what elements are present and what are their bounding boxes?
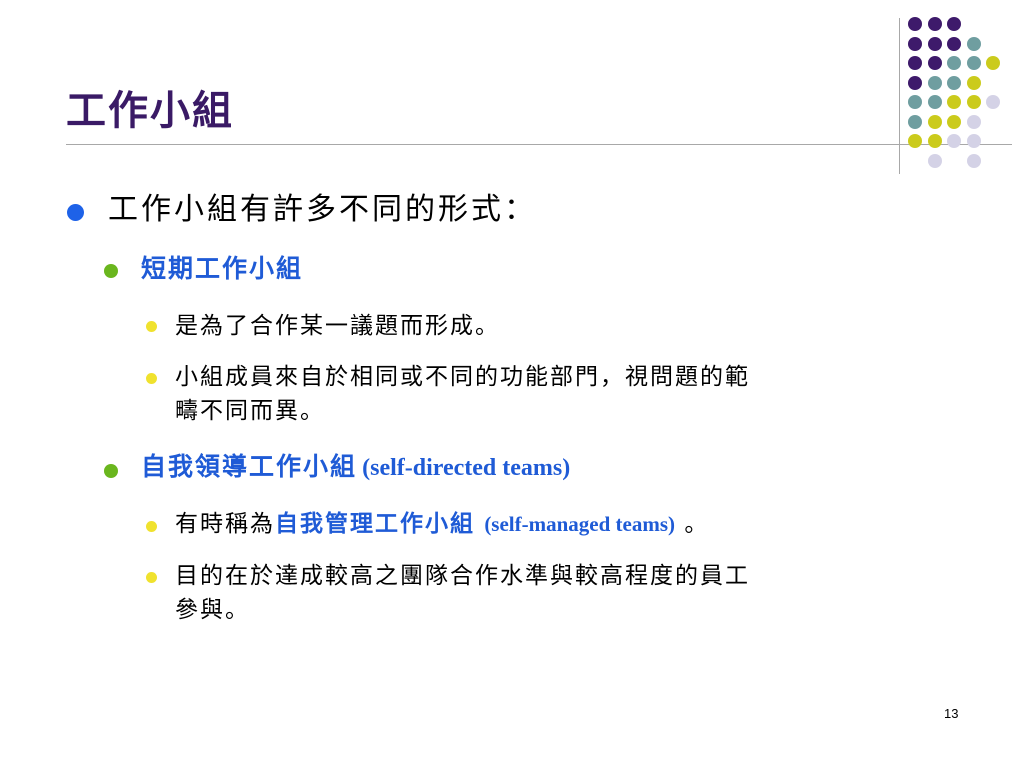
decor-dot: [947, 134, 961, 148]
item-text-line-2: 參與。: [175, 597, 250, 623]
item-text-line-2: 疇不同而異。: [175, 398, 325, 424]
decor-dot: [947, 114, 961, 129]
decor-dot: [947, 56, 961, 70]
decor-dot: [947, 36, 961, 51]
decor-dot: [966, 56, 981, 70]
decor-dot: [966, 95, 981, 109]
decor-dot: [986, 95, 1000, 109]
decor-dot: [927, 134, 942, 148]
item-dot: [146, 373, 157, 384]
decor-dot: [927, 114, 942, 129]
decor-dot: [927, 75, 942, 90]
decor-dot: [908, 56, 922, 70]
decor-dot: [908, 114, 922, 129]
decor-dot: [927, 36, 942, 51]
item-emphasis: 自我管理工作小組: [275, 510, 475, 537]
item-suffix: 。: [684, 511, 710, 537]
decor-dot: [986, 56, 1000, 70]
decor-dot: [966, 75, 981, 90]
decor-dot: [908, 75, 922, 90]
item-dot: [146, 321, 157, 332]
decor-dot: [908, 95, 922, 109]
decor-dot: [966, 153, 981, 168]
item-dot: [146, 521, 157, 532]
decor-dot: [927, 95, 942, 109]
decor-dot: [966, 114, 981, 129]
item-text: 是為了合作某一議題而形成。: [175, 313, 500, 339]
decor-dot: [908, 134, 922, 148]
section-self-directed-dot: [104, 464, 118, 478]
vertical-divider: [899, 18, 900, 174]
decor-dot: [966, 36, 981, 51]
horizontal-divider: [66, 144, 1012, 145]
main-bullet-dot: [67, 204, 84, 221]
item-english: (self-managed teams): [484, 512, 676, 536]
decor-dot: [927, 153, 942, 168]
section-self-directed-heading-wrap: 自我領導工作小組 (self-directed teams): [141, 450, 570, 487]
section-short-term-dot: [104, 264, 118, 278]
decor-dot: [908, 17, 922, 31]
decor-dot: [947, 17, 961, 31]
decor-dot: [966, 134, 981, 148]
item-text-line-1: 小組成員來自於相同或不同的功能部門，視問題的範: [175, 364, 750, 390]
decor-dot: [947, 95, 961, 109]
item-text-wrap: 有時稱為自我管理工作小組 (self-managed teams) 。: [175, 505, 709, 543]
decor-dot: [927, 17, 942, 31]
page-number: 13: [944, 706, 959, 721]
section-self-directed-heading: 自我領導工作小組: [141, 452, 358, 481]
decor-dot: [908, 36, 922, 51]
section-self-directed-heading-en: (self-directed teams): [362, 455, 571, 481]
main-bullet-text: 工作小組有許多不同的形式：: [108, 192, 537, 227]
item-text-line-1: 目的在於達成較高之團隊合作水準與較高程度的員工: [175, 563, 750, 589]
item-dot: [146, 572, 157, 583]
item-prefix: 有時稱為: [175, 511, 275, 537]
decor-dot: [927, 56, 942, 70]
slide-title: 工作小組: [66, 87, 234, 134]
section-short-term-heading: 短期工作小組: [141, 254, 304, 283]
decor-dot: [947, 75, 961, 90]
